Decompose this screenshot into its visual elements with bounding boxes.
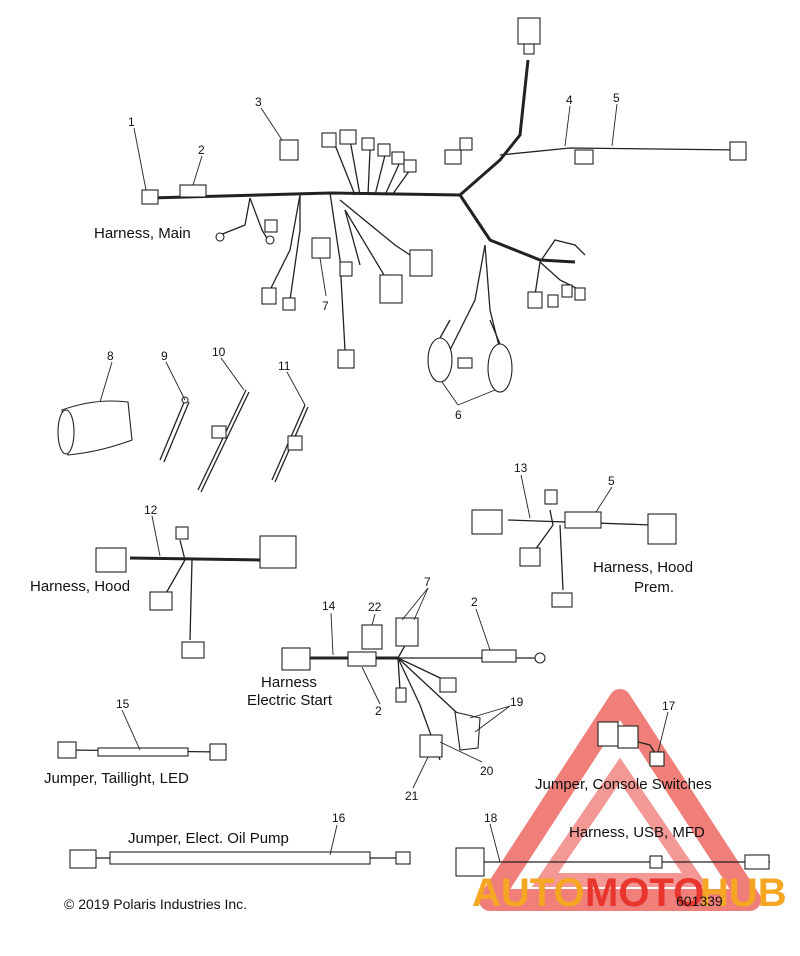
callout-14: 14 <box>322 599 336 613</box>
callout-9: 9 <box>161 349 168 363</box>
harness-electric-start-assembly <box>281 617 546 761</box>
callout-18: 18 <box>484 811 498 825</box>
callout-7-main: 7 <box>322 299 329 313</box>
callout-17: 17 <box>662 699 676 713</box>
watermark-text: AUTO MOTO HUB <box>472 871 787 915</box>
harness-main-assembly <box>141 17 747 393</box>
callout-5-hood-prem: 5 <box>608 474 615 488</box>
label-harness-es-line1: Harness <box>261 674 317 691</box>
callout-12: 12 <box>144 503 158 517</box>
label-harness-es-line2: Electric Start <box>247 692 333 709</box>
leader-lines <box>99 103 669 863</box>
label-jumper-taillight: Jumper, Taillight, LED <box>44 770 189 787</box>
assembly-labels: Harness, Main Harness, Hood Harness, Hoo… <box>30 225 712 847</box>
callout-4: 4 <box>566 93 573 107</box>
figure-number: 601339 <box>676 893 723 909</box>
watermark-logo <box>479 689 761 911</box>
callout-19: 19 <box>510 695 524 709</box>
label-harness-hood-prem-line1: Harness, Hood <box>593 559 693 576</box>
callout-3: 3 <box>255 95 262 109</box>
callout-1: 1 <box>128 115 135 129</box>
label-jumper-console: Jumper, Console Switches <box>535 776 712 793</box>
label-harness-usb: Harness, USB, MFD <box>569 824 705 841</box>
callout-16: 16 <box>332 811 346 825</box>
harness-usb-mfd-assembly <box>455 847 770 877</box>
svg-text:AUTO: AUTO <box>472 871 585 915</box>
callout-20: 20 <box>480 764 494 778</box>
label-harness-hood-prem-line2: Prem. <box>634 579 674 596</box>
callout-13: 13 <box>514 461 528 475</box>
callout-22: 22 <box>368 600 382 614</box>
copyright-text: © 2019 Polaris Industries Inc. <box>64 896 247 912</box>
callout-2-es-top: 2 <box>471 595 478 609</box>
boot-cover-part <box>57 400 133 456</box>
svg-text:HUB: HUB <box>700 871 787 915</box>
callout-21: 21 <box>405 789 419 803</box>
callout-2-es-bottom: 2 <box>375 704 382 718</box>
jumper-console-switches-assembly <box>597 721 665 767</box>
label-jumper-oil: Jumper, Elect. Oil Pump <box>128 830 289 847</box>
callout-15: 15 <box>116 697 130 711</box>
callout-2-main: 2 <box>198 143 205 157</box>
callout-5-main: 5 <box>613 91 620 105</box>
jumper-taillight-assembly <box>57 741 227 761</box>
jumper-oil-pump-assembly <box>69 849 411 869</box>
callout-numbers: 1 2 3 4 5 6 7 8 9 10 11 12 13 5 14 22 7 … <box>107 91 676 825</box>
svg-text:MOTO: MOTO <box>585 871 704 915</box>
callout-10: 10 <box>212 345 226 359</box>
callout-6: 6 <box>455 408 462 422</box>
callout-7-es: 7 <box>424 575 431 589</box>
push-mount-tie-part <box>197 389 250 493</box>
label-harness-main: Harness, Main <box>94 225 191 242</box>
harness-hood-prem-assembly <box>471 489 677 608</box>
cable-tie-part <box>159 396 190 463</box>
label-harness-hood: Harness, Hood <box>30 578 130 595</box>
callout-8: 8 <box>107 349 114 363</box>
callout-11: 11 <box>278 359 291 373</box>
harness-hood-assembly <box>95 526 297 659</box>
edge-clip-tie-part <box>271 404 309 483</box>
